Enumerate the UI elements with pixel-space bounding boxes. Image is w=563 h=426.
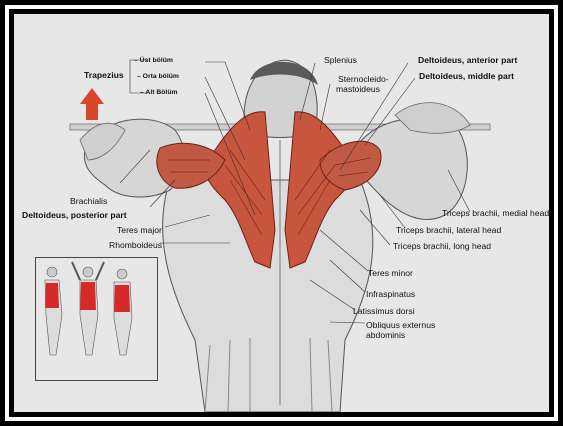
label-sternocleido: Sternocleido- bbox=[338, 74, 389, 84]
label-rhomboideus: Rhomboideus bbox=[109, 240, 163, 250]
label-teres-minor: Teres minor bbox=[368, 268, 413, 278]
label-splenius: Splenius bbox=[324, 55, 357, 65]
trapezius-part-upper: – Üst bölüm bbox=[134, 57, 173, 64]
diagram-panel: Trapezius – Üst bölüm – Orta bölüm – Alt… bbox=[14, 14, 549, 412]
label-deltoideus-anterior: Deltoideus, anterior part bbox=[418, 55, 518, 65]
label-latissimus-dorsi: Latissimus dorsi bbox=[353, 306, 415, 316]
back-muscle-illustration bbox=[44, 59, 491, 412]
leader-lines bbox=[119, 59, 471, 324]
label-brachialis: Brachialis bbox=[70, 196, 108, 206]
label-infraspinatus: Infraspinatus bbox=[366, 289, 416, 299]
label-deltoideus-posterior: Deltoideus, posterior part bbox=[22, 210, 127, 220]
label-triceps-lateral: Triceps brachii, lateral head bbox=[396, 225, 502, 235]
deltoid-right bbox=[319, 140, 382, 191]
muscle-fibers bbox=[168, 149, 371, 236]
hair bbox=[250, 61, 318, 85]
deltoid-left bbox=[156, 142, 226, 189]
inset-box bbox=[35, 257, 158, 381]
label-triceps-long: Triceps brachii, long head bbox=[393, 241, 492, 251]
trapezius-part-middle: – Orta bölüm bbox=[137, 73, 179, 80]
label-deltoideus-middle: Deltoideus, middle part bbox=[419, 71, 515, 81]
label-obliquus-2: abdominis bbox=[366, 330, 406, 340]
torso bbox=[162, 179, 374, 412]
label-teres-major: Teres major bbox=[117, 225, 162, 235]
red-arrow-icon bbox=[80, 88, 104, 120]
right-hand bbox=[394, 102, 471, 134]
trapezius-title: Trapezius bbox=[84, 70, 124, 80]
waistband bbox=[204, 337, 333, 412]
label-mastoideus: mastoideus bbox=[336, 84, 380, 94]
left-hand bbox=[79, 122, 126, 161]
inset-figures bbox=[44, 261, 133, 356]
label-obliquus-1: Obliquus externus bbox=[366, 320, 436, 330]
trapezius-part-lower: – Alt Bölüm bbox=[140, 89, 178, 96]
label-triceps-medial: Triceps brachii, medial head bbox=[442, 208, 549, 218]
